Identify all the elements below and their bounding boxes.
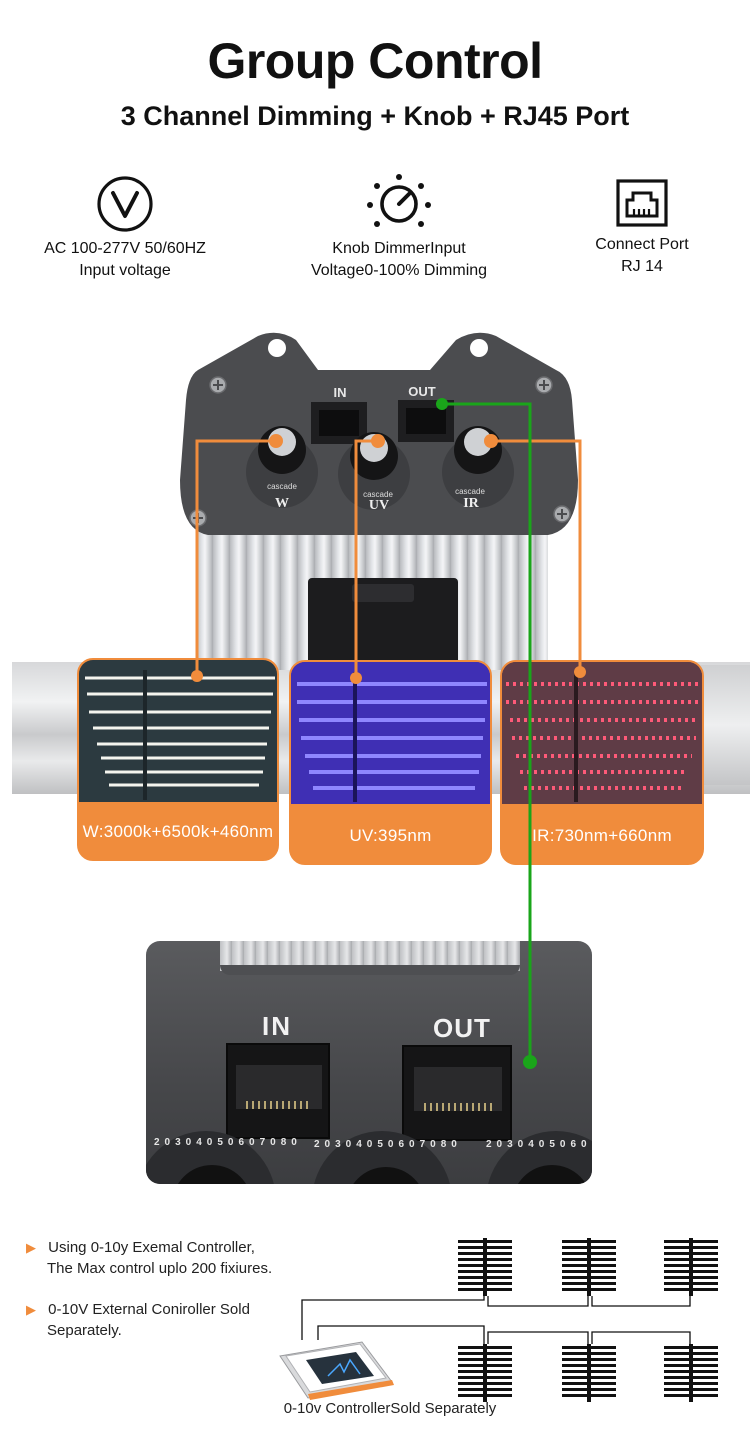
device-port-out-label: OUT bbox=[408, 384, 436, 399]
channel-uv-photo bbox=[291, 662, 490, 804]
feature-voltage: AC 100-277V 50/60HZ Input voltage bbox=[20, 176, 230, 282]
knob-uv-caption: cascade bbox=[363, 490, 393, 499]
knob-ir-label: IR bbox=[463, 496, 479, 511]
page-subtitle: 3 Channel Dimming + Knob + RJ45 Port bbox=[120, 101, 630, 131]
note-1-line1: Using 0-10y Exemal Controller, bbox=[48, 1239, 255, 1256]
channel-ir-label: IR:730nm+660nm bbox=[502, 808, 702, 863]
channel-panel-uv: UV:395nm bbox=[289, 660, 492, 865]
controller-caption: 0-10v ControllerSold Separately bbox=[283, 1400, 497, 1417]
feature-voltage-line2: Input voltage bbox=[79, 262, 171, 279]
feature-knob-line2: Voltage0-100% Dimming bbox=[310, 262, 488, 279]
feature-voltage-line1: AC 100-277V 50/60HZ bbox=[44, 240, 206, 257]
fixture-icon bbox=[458, 1238, 718, 1402]
closeup-dial-3-numbers: 2030405060 bbox=[486, 1139, 592, 1150]
note-2-line1: 0-10V External Coniroller Sold bbox=[48, 1301, 250, 1318]
voltage-icon bbox=[97, 176, 153, 232]
knob-uv-label: UV bbox=[368, 498, 390, 513]
channel-w-label: W:3000k+6500k+460nm bbox=[79, 804, 277, 859]
knob-w-caption: cascade bbox=[267, 482, 297, 491]
rj-port-icon bbox=[616, 179, 668, 227]
closeup-port-out-label: OUT bbox=[433, 1013, 491, 1043]
closeup-port-out bbox=[402, 1045, 512, 1141]
arrow-right-icon: ▶ bbox=[26, 1302, 36, 1317]
feature-port-line2: RJ 14 bbox=[621, 258, 663, 275]
light-bar-end bbox=[700, 665, 750, 785]
note-1: ▶ Using 0-10y Exemal Controller, The Max… bbox=[26, 1237, 306, 1279]
feature-knob: Knob DimmerInput Voltage0-100% Dimming bbox=[286, 172, 512, 282]
knob-dimmer-icon bbox=[367, 174, 431, 227]
closeup-port-in-label: IN bbox=[262, 1011, 292, 1041]
feature-knob-line1: Knob DimmerInput bbox=[332, 240, 466, 257]
fan-block bbox=[308, 578, 458, 670]
page-title: Group Control bbox=[207, 33, 543, 89]
knob-w-label: W bbox=[275, 496, 289, 511]
controller-device-icon bbox=[279, 1341, 394, 1400]
arrow-right-icon: ▶ bbox=[26, 1240, 36, 1255]
channel-panel-w: W:3000k+6500k+460nm bbox=[77, 658, 279, 861]
channel-w-photo bbox=[79, 660, 277, 802]
note-2-line2: Separately. bbox=[47, 1322, 122, 1339]
closeup-dial-1-numbers: 20304050607080 bbox=[154, 1137, 302, 1148]
ports-closeup: IN OUT 20304050607080 20304050607080 203… bbox=[146, 941, 592, 1184]
note-1-line2: The Max control uplo 200 fixiures. bbox=[47, 1260, 273, 1277]
device-port-in-label: IN bbox=[333, 385, 347, 400]
channel-uv-label: UV:395nm bbox=[291, 808, 490, 863]
knob-ir-caption: cascade bbox=[455, 487, 485, 496]
channel-ir-photo bbox=[502, 662, 702, 804]
feature-port: Connect Port RJ 14 bbox=[572, 178, 712, 278]
note-2: ▶ 0-10V External Coniroller Sold Separat… bbox=[26, 1299, 306, 1341]
closeup-dial-2-numbers: 20304050607080 bbox=[314, 1139, 462, 1150]
wiring-diagram bbox=[279, 1238, 718, 1402]
channel-panel-ir: IR:730nm+660nm bbox=[500, 660, 704, 865]
closeup-port-in bbox=[226, 1043, 330, 1139]
feature-port-line1: Connect Port bbox=[595, 236, 689, 253]
